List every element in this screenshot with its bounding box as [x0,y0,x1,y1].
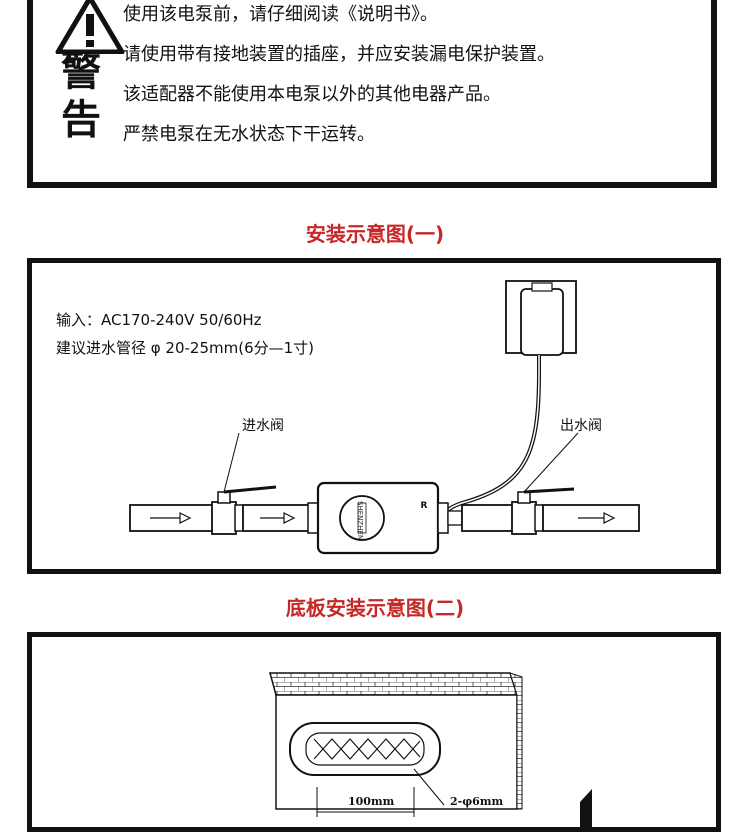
spec-input: 输入：AC170-240V 50/60Hz [56,311,262,329]
warning-box: 警 告 使用该电泵前，请仔细阅读《说明书》。 请使用带有接地装置的插座，并应安装… [27,0,717,188]
dim-spacing: 100mm [348,795,395,808]
spec-pipe-diameter: 建议进水管径 φ 20-25mm(6分—1寸) [56,339,315,357]
diagram1-title: 安装示意图(一) [305,222,445,246]
baseplate-drawing [269,672,592,827]
wall-side [509,672,523,810]
outlet-valve-handle [523,487,575,494]
wall-top [269,672,519,696]
installation-drawing: R [129,280,640,555]
baseplate-diagram-panel: 100mm 2-φ6mm [27,632,721,832]
inlet-valve-label: 进水阀 [242,418,284,434]
diagram2-title: 底板安装示意图(二) [285,596,465,620]
power-adapter [520,288,564,356]
outlet-valve-label: 出水阀 [560,418,602,434]
warning-line-1: 使用该电泵前，请仔细阅读《说明书》。 [123,4,438,25]
outlet-valve [511,501,537,535]
installation-diagram-panel: 输入：AC170-240V 50/60Hz 建议进水管径 φ 20-25mm(6… [27,258,721,574]
warning-line-3: 该适配器不能使用本电泵以外的其他电器产品。 [123,84,501,105]
warning-line-4: 严禁电泵在无水状态下干运转。 [123,124,375,145]
warning-heading-char-1: 警 [61,49,101,95]
inlet-valve-handle [223,485,277,494]
warning-heading-char-2: 告 [61,97,101,143]
warning-line-2: 请使用带有接地装置的插座，并应安装漏电保护装置。 [123,44,555,65]
inlet-valve [211,501,237,535]
dim-holes: 2-φ6mm [450,795,504,808]
screw-arrow [580,789,592,827]
pump-r-mark: R [421,501,428,511]
pump-brand-text: SHENZHEN [356,501,364,541]
warning-triangle-icon [55,0,125,54]
